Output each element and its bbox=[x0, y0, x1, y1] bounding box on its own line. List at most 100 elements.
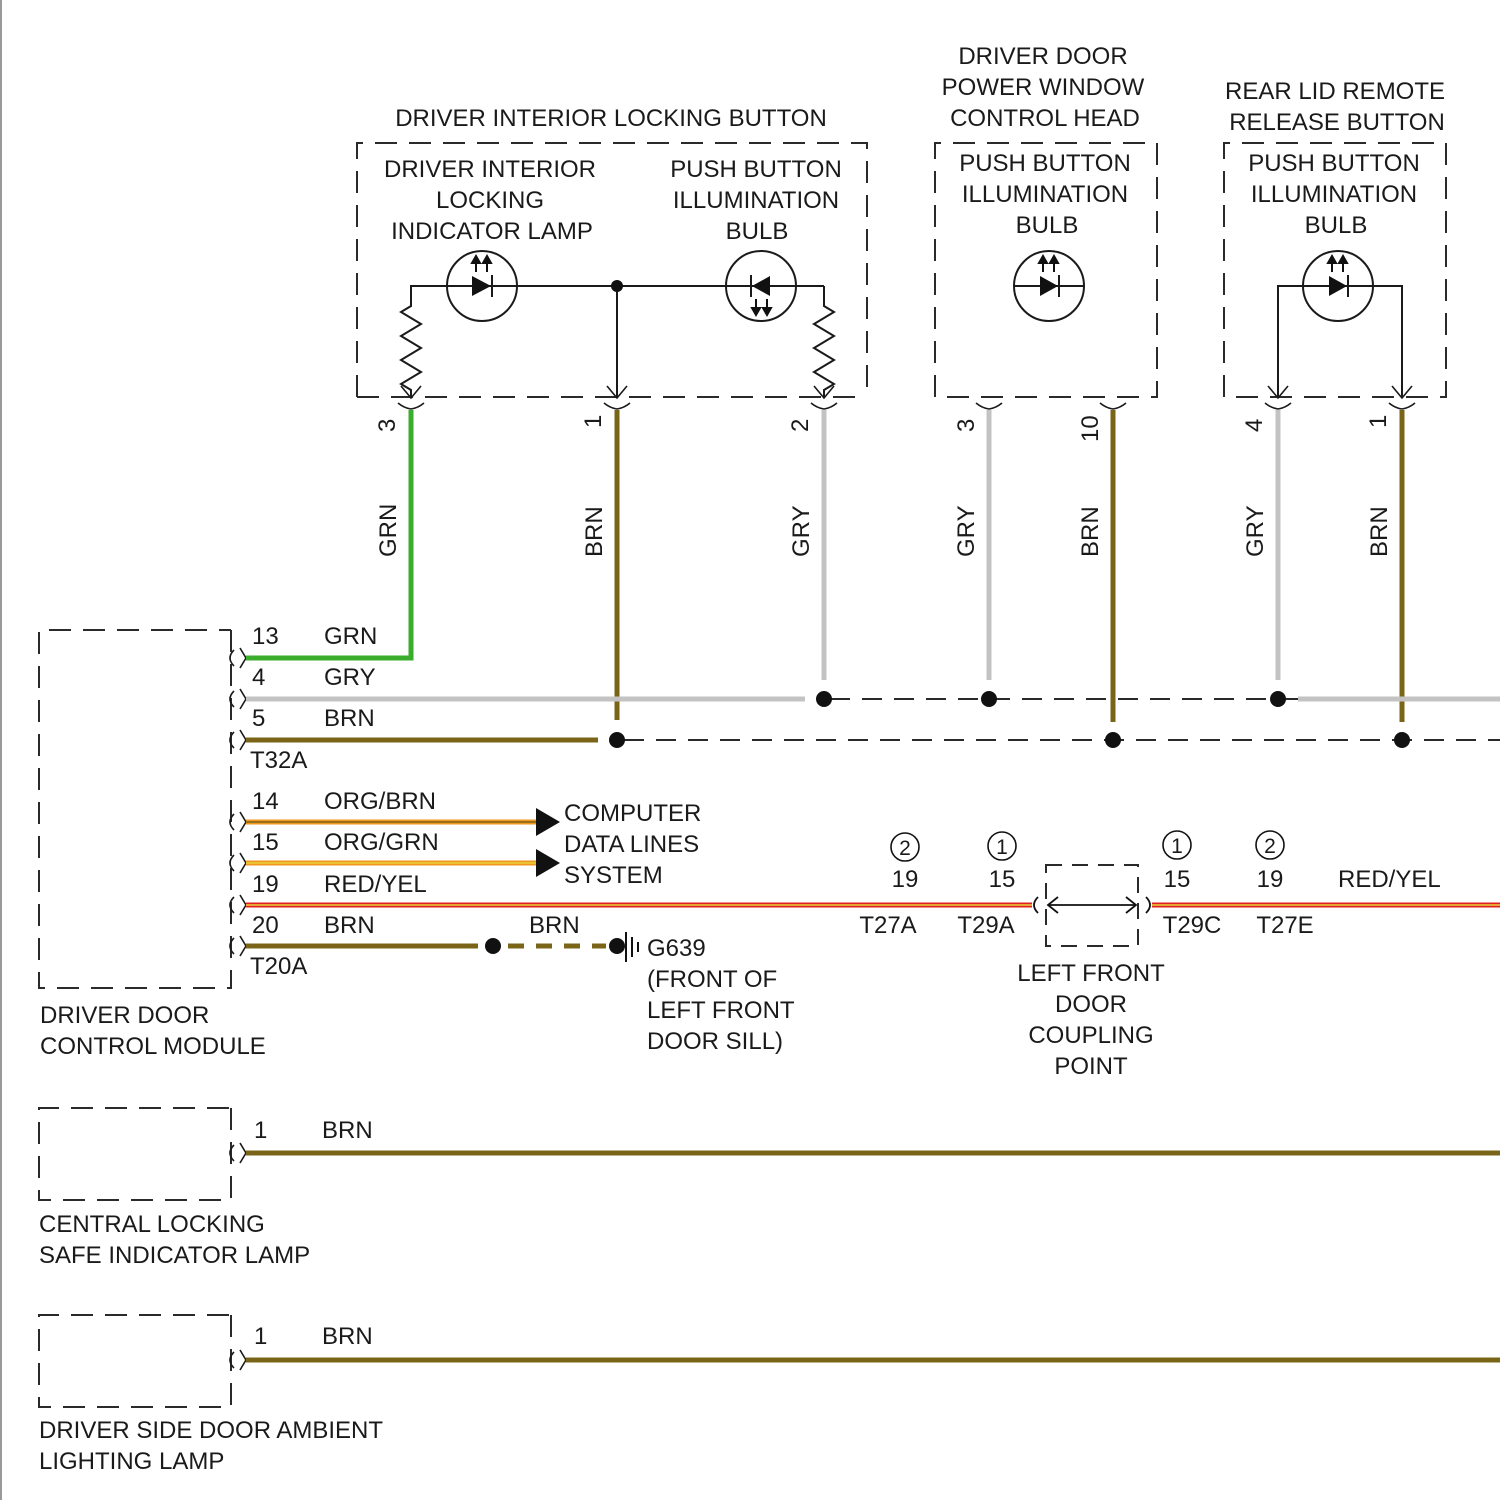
ground-wire-color: BRN bbox=[529, 912, 580, 939]
splice-dot bbox=[816, 691, 832, 707]
pin-label: 4 bbox=[1241, 419, 1268, 432]
locking-button-circuit bbox=[401, 280, 834, 398]
ambient-lamp-wire-color: BRN bbox=[322, 1323, 373, 1350]
module-pin-number: 14 bbox=[252, 788, 279, 815]
svg-text:BULB: BULB bbox=[1016, 212, 1079, 239]
splice-dot bbox=[609, 938, 625, 954]
module-wire-color: BRN bbox=[324, 912, 375, 939]
svg-text:15: 15 bbox=[1164, 866, 1191, 893]
svg-text:RELEASE BUTTON: RELEASE BUTTON bbox=[1229, 109, 1445, 136]
module-wire-color: BRN bbox=[324, 705, 375, 732]
indicator-lamp-led-icon bbox=[447, 251, 517, 321]
svg-text:DRIVER DOOR: DRIVER DOOR bbox=[40, 1002, 209, 1029]
svg-text:BULB: BULB bbox=[1305, 212, 1368, 239]
window-control-title: DRIVER DOOR POWER WINDOW CONTROL HEAD bbox=[942, 43, 1145, 132]
svg-text:SAFE INDICATOR LAMP: SAFE INDICATOR LAMP bbox=[39, 1242, 310, 1269]
svg-text:T27A: T27A bbox=[859, 912, 916, 939]
module-wire-color: RED/YEL bbox=[324, 871, 427, 898]
rear-lid-led-icon bbox=[1278, 251, 1402, 398]
red-yel-right-label: RED/YEL bbox=[1338, 866, 1441, 893]
push-button-bulb-label: PUSH BUTTON ILLUMINATION BULB bbox=[670, 156, 842, 245]
push-button-bulb-led-icon bbox=[726, 251, 796, 321]
svg-text:1: 1 bbox=[996, 836, 1008, 859]
rear-lid-bulb-label: PUSH BUTTON ILLUMINATION BULB bbox=[1248, 150, 1420, 239]
module-pin-number: 4 bbox=[252, 664, 265, 691]
safe-lamp-pin: 1 bbox=[254, 1117, 267, 1144]
splice-dot bbox=[981, 691, 997, 707]
pin-label: 3 bbox=[953, 419, 980, 432]
wire-color-label: GRN bbox=[375, 504, 402, 557]
svg-text:COUPLING: COUPLING bbox=[1028, 1022, 1153, 1049]
module-pin-number: 5 bbox=[252, 705, 265, 732]
svg-text:T29A: T29A bbox=[957, 912, 1014, 939]
svg-text:CENTRAL LOCKING: CENTRAL LOCKING bbox=[39, 1211, 265, 1238]
svg-text:DATA LINES: DATA LINES bbox=[564, 831, 699, 858]
module-wire-color: ORG/BRN bbox=[324, 788, 436, 815]
terminal-marks bbox=[398, 386, 1415, 409]
module-pin-number: 19 bbox=[252, 871, 279, 898]
svg-text:15: 15 bbox=[989, 866, 1016, 893]
svg-text:(FRONT OF: (FRONT OF bbox=[647, 966, 777, 993]
ground-icon bbox=[626, 932, 638, 962]
svg-text:REAR LID REMOTE: REAR LID REMOTE bbox=[1225, 78, 1445, 105]
coupling-connector-t29a: 1 15 T29A bbox=[957, 832, 1016, 939]
svg-text:19: 19 bbox=[1257, 866, 1284, 893]
svg-text:INDICATOR LAMP: INDICATOR LAMP bbox=[391, 218, 593, 245]
svg-text:2: 2 bbox=[899, 837, 911, 860]
window-control-led-icon bbox=[1014, 251, 1084, 321]
coupling-connector-t27e: 2 19 T27E bbox=[1256, 831, 1314, 939]
safe-lamp-wire-color: BRN bbox=[322, 1117, 373, 1144]
ground-id: G639 bbox=[647, 935, 706, 962]
module-pin-number: 20 bbox=[252, 912, 279, 939]
wire-color-label: GRY bbox=[1242, 505, 1269, 557]
module-pin-number: 15 bbox=[252, 829, 279, 856]
data-lines-label: COMPUTER DATA LINES SYSTEM bbox=[564, 800, 701, 889]
svg-text:LOCKING: LOCKING bbox=[436, 187, 544, 214]
svg-text:T27E: T27E bbox=[1256, 912, 1313, 939]
svg-text:DRIVER SIDE DOOR AMBIENT: DRIVER SIDE DOOR AMBIENT bbox=[39, 1417, 383, 1444]
svg-text:T29C: T29C bbox=[1163, 912, 1222, 939]
module-wire-color: ORG/GRN bbox=[324, 829, 439, 856]
svg-text:LEFT FRONT: LEFT FRONT bbox=[647, 997, 795, 1024]
pin-label: 1 bbox=[580, 415, 607, 428]
svg-text:LIGHTING LAMP: LIGHTING LAMP bbox=[39, 1448, 224, 1475]
svg-text:PUSH BUTTON: PUSH BUTTON bbox=[959, 150, 1131, 177]
wire-grn-pin13 bbox=[246, 655, 411, 658]
svg-text:POWER WINDOW: POWER WINDOW bbox=[942, 74, 1145, 101]
module-wire-color: GRN bbox=[324, 623, 377, 650]
svg-text:PUSH BUTTON: PUSH BUTTON bbox=[670, 156, 842, 183]
svg-text:DRIVER INTERIOR: DRIVER INTERIOR bbox=[384, 156, 596, 183]
window-control-bulb-label: PUSH BUTTON ILLUMINATION BULB bbox=[959, 150, 1131, 239]
connector-t20a: T20A bbox=[250, 953, 307, 980]
svg-text:DOOR: DOOR bbox=[1055, 991, 1127, 1018]
ambient-lamp-pin: 1 bbox=[254, 1323, 267, 1350]
svg-text:BULB: BULB bbox=[726, 218, 789, 245]
control-module-box bbox=[39, 630, 231, 988]
svg-text:CONTROL MODULE: CONTROL MODULE bbox=[40, 1033, 266, 1060]
module-pin-number: 13 bbox=[252, 623, 279, 650]
svg-text:ILLUMINATION: ILLUMINATION bbox=[673, 187, 839, 214]
rear-lid-title: REAR LID REMOTE RELEASE BUTTON bbox=[1225, 78, 1445, 136]
module-terminals bbox=[230, 648, 246, 956]
ambient-lamp-label: DRIVER SIDE DOOR AMBIENT LIGHTING LAMP bbox=[39, 1417, 383, 1475]
data-line-arrow-icon bbox=[536, 849, 560, 877]
coupling-connector-t29c: 1 15 T29C bbox=[1163, 831, 1222, 939]
safe-lamp-label: CENTRAL LOCKING SAFE INDICATOR LAMP bbox=[39, 1211, 310, 1269]
splice-dot bbox=[485, 938, 501, 954]
pin-label: 2 bbox=[787, 419, 814, 432]
locking-button-title: DRIVER INTERIOR LOCKING BUTTON bbox=[395, 105, 827, 132]
control-module-label: DRIVER DOOR CONTROL MODULE bbox=[40, 1002, 266, 1060]
wire-color-label: BRN bbox=[1366, 506, 1393, 557]
coupling-double-arrow-icon bbox=[1034, 897, 1150, 913]
connector-t32a: T32A bbox=[250, 747, 307, 774]
splice-dot bbox=[1394, 732, 1410, 748]
pin-label: 3 bbox=[374, 419, 401, 432]
coupling-point-label: LEFT FRONT DOOR COUPLING POINT bbox=[1017, 960, 1165, 1080]
svg-text:LEFT FRONT: LEFT FRONT bbox=[1017, 960, 1165, 987]
svg-text:19: 19 bbox=[892, 866, 919, 893]
svg-text:POINT: POINT bbox=[1054, 1053, 1128, 1080]
splice-dot bbox=[609, 732, 625, 748]
svg-text:CONTROL HEAD: CONTROL HEAD bbox=[950, 105, 1140, 132]
svg-text:1: 1 bbox=[1171, 835, 1183, 858]
